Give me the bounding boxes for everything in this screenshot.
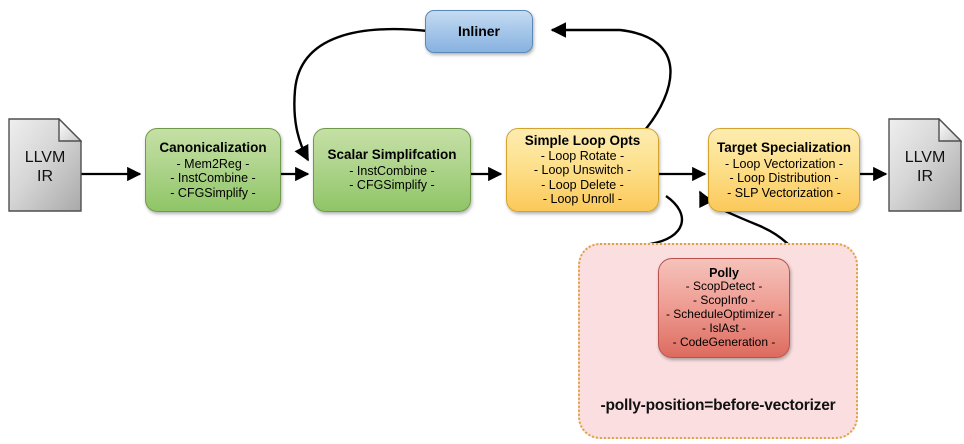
node-item: - CodeGeneration -	[672, 335, 776, 350]
doc-line-2: IR	[37, 168, 53, 186]
node-item: - InstCombine -	[170, 171, 256, 186]
node-item: - Loop Vectorization -	[724, 156, 844, 171]
node-item: - SLP Vectorization -	[727, 185, 841, 200]
node-item: - Loop Unswitch -	[533, 163, 632, 178]
node-item: - Loop Unroll -	[542, 192, 623, 207]
node-item: - CFGSimplify -	[349, 178, 435, 193]
doc-line-1: LLVM	[24, 149, 66, 166]
node-target-specialization[interactable]: Target Specialization - Loop Vectorizati…	[708, 128, 860, 212]
node-title: Inliner	[457, 23, 500, 40]
node-title: Polly	[709, 265, 739, 280]
node-item: - Mem2Reg -	[176, 156, 250, 171]
document-shape-icon	[888, 117, 963, 212]
node-item: - Loop Delete -	[541, 177, 624, 192]
node-item: - Loop Distribution -	[729, 171, 839, 186]
llvm-ir-input-doc: LLVM IR	[8, 117, 83, 212]
node-item: - ScopDetect -	[685, 279, 763, 294]
doc-line-2: IR	[917, 168, 933, 186]
node-title: Target Specialization	[716, 139, 852, 155]
edge-simple-loop-opts-to-inliner	[550, 22, 672, 131]
node-polly[interactable]: Polly - ScopDetect - - ScopInfo - - Sche…	[658, 258, 790, 358]
node-inliner[interactable]: Inliner	[425, 10, 533, 53]
document-shape-icon	[8, 117, 83, 212]
doc-line-1: LLVM	[904, 149, 946, 166]
node-item: - CFGSimplify -	[170, 185, 256, 200]
node-title: Scalar Simplifcation	[327, 147, 457, 163]
node-canonicalization[interactable]: Canonicalization - Mem2Reg - - InstCombi…	[145, 128, 281, 212]
node-title: Canonicalization	[159, 139, 267, 155]
llvm-ir-output-label: LLVM IR	[888, 148, 962, 186]
node-simple-loop-opts[interactable]: Simple Loop Opts - Loop Rotate - - Loop …	[506, 128, 659, 212]
node-item: - Loop Rotate -	[540, 148, 625, 163]
llvm-ir-output-doc: LLVM IR	[888, 117, 963, 212]
group-label: -polly-position=before-vectorizer	[600, 397, 836, 414]
llvm-ir-input-label: LLVM IR	[8, 148, 82, 186]
node-item: - ScopInfo -	[692, 293, 756, 308]
node-scalar-simplification[interactable]: Scalar Simplifcation - InstCombine - - C…	[313, 128, 471, 212]
node-item: - InstCombine -	[349, 163, 435, 178]
node-item: - IslAst -	[702, 321, 746, 336]
node-title: Simple Loop Opts	[524, 133, 641, 149]
node-item: - ScheduleOptimizer -	[665, 307, 783, 322]
